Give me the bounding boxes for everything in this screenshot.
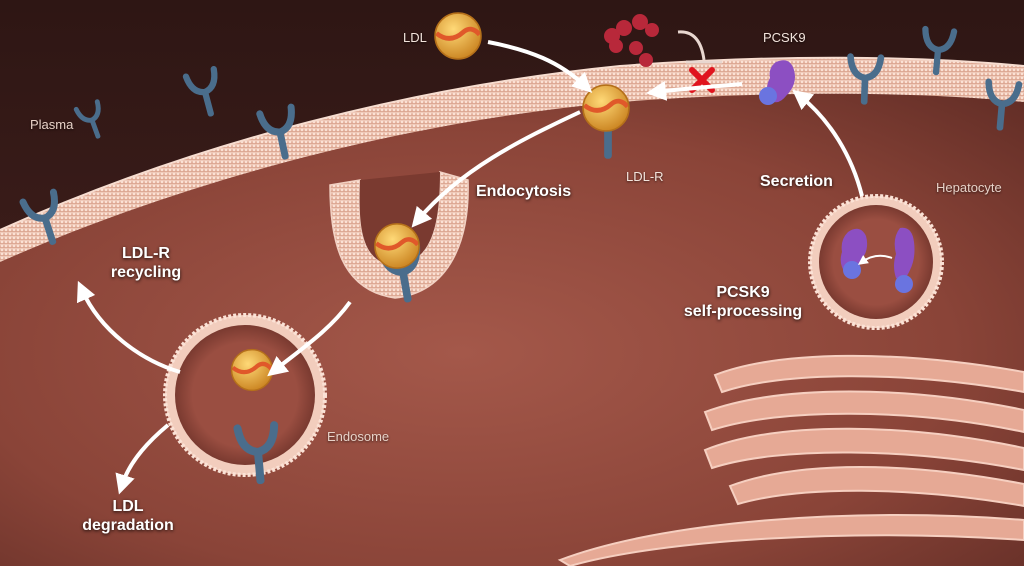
pcsk9-self-line2: self-processing	[683, 303, 803, 320]
endocytosis-label: Endocytosis	[476, 183, 572, 200]
pcsk9-protein-icon	[759, 60, 795, 105]
ldl-particle-icon	[232, 350, 273, 391]
secretion-label: Secretion	[760, 173, 833, 190]
ldl-degradation-line2: degradation	[82, 517, 174, 534]
plasma-label: Plasma	[30, 117, 74, 132]
ldl-particle-icon	[583, 85, 629, 131]
plasma-membrane	[0, 57, 1024, 262]
pcsk9-protein-icon	[894, 227, 915, 293]
pathway-arrows	[76, 40, 864, 495]
ldlr-recycling-line2: recycling	[110, 264, 182, 281]
golgi-icon	[557, 354, 1024, 566]
ldl-particle-icon	[375, 224, 419, 268]
inhibited-ldl-icon	[604, 14, 659, 67]
hepatocyte-label: Hepatocyte	[936, 180, 1002, 195]
ldl-degradation-label: LDL degradation	[68, 497, 188, 535]
pcsk9-protein-icon	[840, 228, 868, 279]
pcsk9-self-processing-label: PCSK9 self-processing	[668, 283, 818, 321]
ldl-r-label: LDL-R	[626, 169, 664, 184]
ldl-particle-icon	[435, 13, 481, 59]
ldl-degradation-line1: LDL	[112, 498, 144, 515]
ldlr-recycling-label: LDL-R recycling	[96, 244, 196, 282]
ldl-label: LDL	[403, 30, 427, 45]
endosome-label: Endosome	[327, 429, 390, 444]
ldlr-recycling-line1: LDL-R	[122, 245, 170, 262]
pcsk9-label: PCSK9	[763, 30, 806, 45]
pcsk9-self-line1: PCSK9	[716, 284, 770, 301]
